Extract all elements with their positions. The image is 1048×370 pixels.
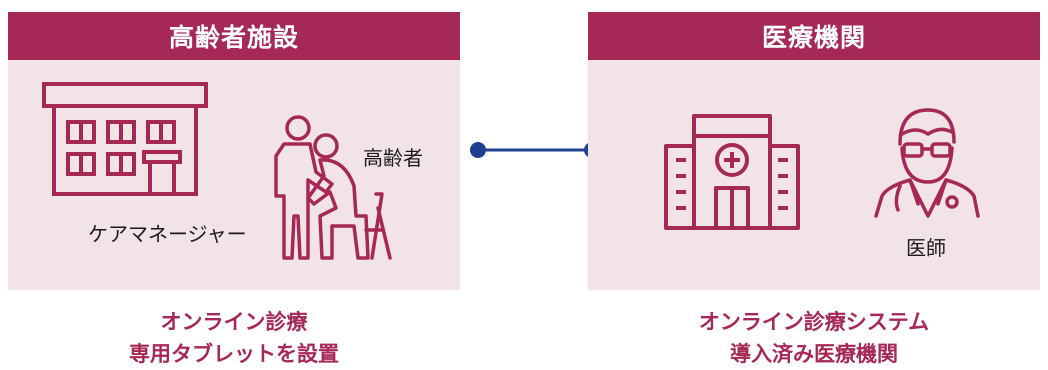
elderly-facility-title: 高齢者施設 <box>8 12 460 60</box>
caption-line-1: オンライン診療システム <box>698 310 930 334</box>
medical-institution-caption: オンライン診療システム 導入済み医療機関 <box>588 306 1040 370</box>
caption-line-1: オンライン診療 <box>160 310 308 334</box>
elderly-facility-caption: オンライン診療 専用タブレットを設置 <box>8 306 460 370</box>
hospital-icon <box>664 114 800 230</box>
care-manager-label: ケアマネージャー <box>88 222 247 246</box>
elderly-facility-panel: 高齢者施設 高齢者 ケアマネージャー <box>8 12 460 290</box>
medical-institution-panel: 医療機関 医師 <box>588 12 1040 290</box>
doctor-label: 医師 <box>906 236 946 260</box>
doctor-icon <box>874 108 980 218</box>
medical-institution-title: 医療機関 <box>588 12 1040 60</box>
caption-line-2: 専用タブレットを設置 <box>129 342 339 366</box>
building-icon <box>42 82 208 196</box>
caregiver-elderly-icon <box>274 115 392 260</box>
connector-dot-left <box>470 142 486 158</box>
caption-line-2: 導入済み医療機関 <box>730 342 898 366</box>
elderly-label: 高齢者 <box>363 146 423 170</box>
connection-line <box>470 142 600 158</box>
